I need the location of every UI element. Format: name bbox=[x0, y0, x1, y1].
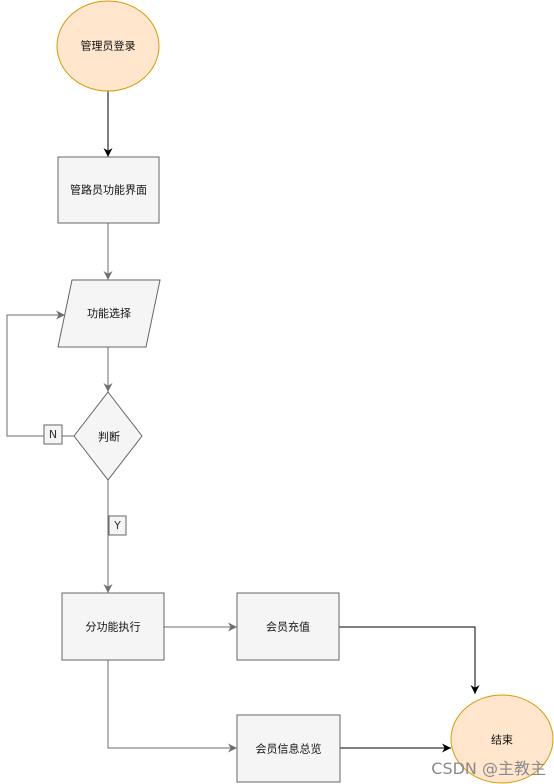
node-start: 管理员登录 bbox=[56, 0, 160, 92]
edge-label-yes-text: Y bbox=[113, 519, 121, 532]
node-decision: 判断 bbox=[73, 391, 143, 481]
edge-recharge-to-end bbox=[339, 626, 480, 694]
overview-process-shape bbox=[236, 714, 341, 783]
node-overview: 会员信息总览 bbox=[236, 714, 341, 783]
decision-diamond-shape bbox=[73, 391, 143, 481]
node-select: 功能选择 bbox=[57, 279, 161, 348]
execute-label: 分功能执行 bbox=[86, 620, 141, 634]
edge-label-yes-box bbox=[108, 515, 127, 536]
execute-process-shape bbox=[61, 592, 165, 661]
recharge-label: 会员充值 bbox=[266, 620, 310, 634]
start-label: 管理员登录 bbox=[81, 39, 136, 53]
end-terminal-shape bbox=[450, 694, 554, 784]
select-io-shape bbox=[57, 279, 161, 348]
edge-execute-to-overview bbox=[107, 660, 237, 753]
edge-decision-no-loop bbox=[6, 310, 74, 437]
decision-label: 判断 bbox=[98, 430, 120, 444]
watermark-text: CSDN @主教主 bbox=[431, 759, 546, 778]
edge-label-no-box bbox=[43, 424, 63, 445]
select-label: 功能选择 bbox=[87, 306, 131, 320]
admin-ui-process-shape bbox=[57, 156, 160, 224]
node-admin-ui: 管路员功能界面 bbox=[57, 156, 160, 224]
start-terminal-shape bbox=[56, 0, 160, 92]
overview-label: 会员信息总览 bbox=[256, 742, 322, 756]
edge-label-no-text: N bbox=[49, 428, 57, 441]
end-label: 结束 bbox=[491, 734, 513, 747]
admin-ui-label: 管路员功能界面 bbox=[70, 183, 147, 197]
edge-label-no: N bbox=[43, 424, 63, 445]
node-recharge: 会员充值 bbox=[236, 592, 340, 661]
node-end: 结束 bbox=[450, 694, 554, 784]
edge-label-yes: Y bbox=[108, 515, 127, 536]
recharge-process-shape bbox=[236, 592, 340, 661]
node-execute: 分功能执行 bbox=[61, 592, 165, 661]
